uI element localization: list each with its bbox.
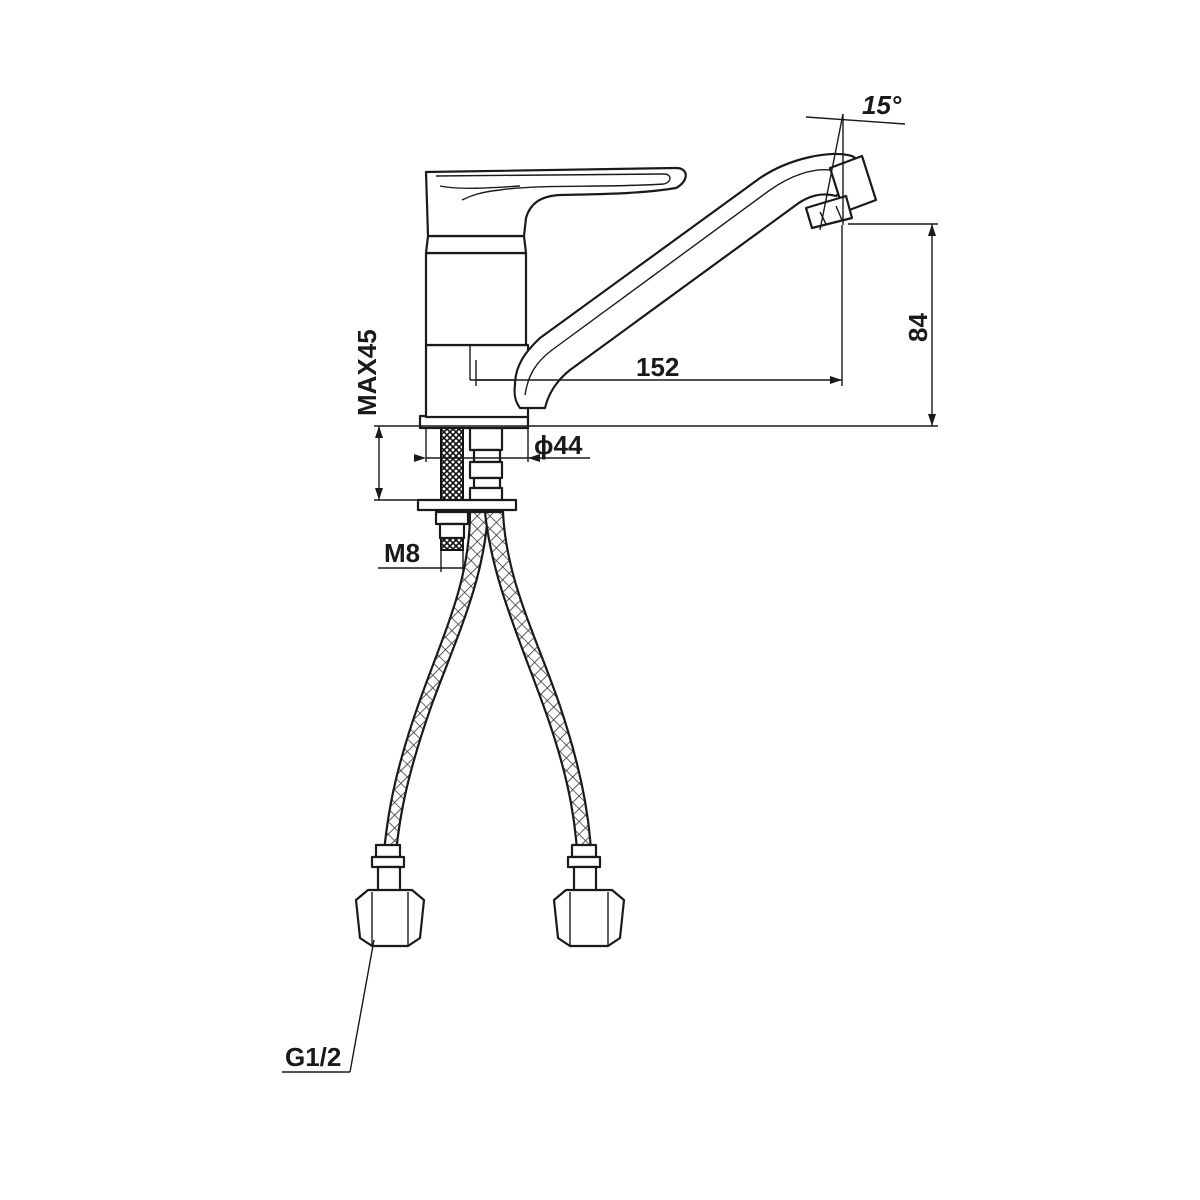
height-label: 84 <box>903 313 933 342</box>
stud-thread-dimension: M8 <box>378 538 464 572</box>
deck-thickness-label: MAX45 <box>352 329 382 416</box>
base-diameter-dimension: ϕ44 <box>414 428 590 462</box>
angle-label: 15° <box>862 90 902 120</box>
inlet-fitting <box>468 426 504 504</box>
hose-thread-label: G1/2 <box>285 1042 341 1072</box>
mounting-plate <box>416 498 518 512</box>
reach-label: 152 <box>636 352 679 382</box>
hose-thread-dimension: G1/2 <box>282 939 375 1073</box>
deck-thickness-dimension: MAX45 <box>352 329 420 501</box>
mounting-stud <box>434 427 470 551</box>
lever-handle <box>424 166 687 238</box>
height-dimension: 84 <box>848 223 938 426</box>
faucet-body <box>418 234 530 430</box>
angle-dimension: 15° <box>805 90 906 231</box>
inlet-hose-right <box>483 510 594 882</box>
aerator <box>804 154 878 230</box>
hose-nut-right <box>552 843 626 948</box>
reach-dimension: 152 <box>475 225 843 386</box>
stud-thread-label: M8 <box>384 538 420 568</box>
hose-nut-left <box>354 843 426 948</box>
base-diameter-label: ϕ44 <box>534 430 583 460</box>
